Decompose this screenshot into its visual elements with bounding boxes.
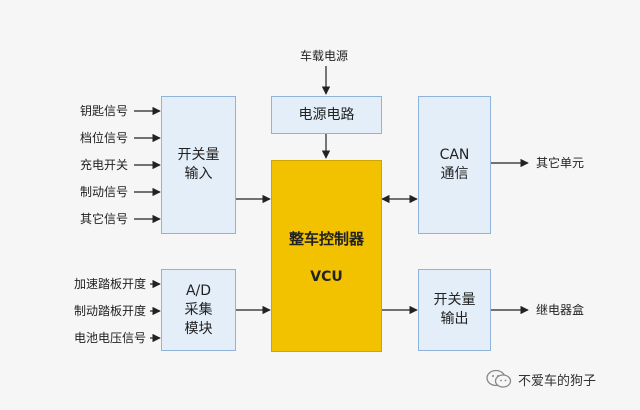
analog-label-brake-pedal: 制动踏板开度 xyxy=(73,304,146,318)
power-circuit-block: 电源电路 xyxy=(271,96,382,134)
wechat-icon xyxy=(486,369,512,388)
output-label-relay-box: 继电器盒 xyxy=(536,303,585,317)
watermark: 不爱车的狗子 xyxy=(486,368,596,390)
ad-acquisition-block: A/D 采集 模块 xyxy=(161,269,236,351)
vcu-title: 整车控制器 xyxy=(288,229,364,248)
watermark-text: 不爱车的狗子 xyxy=(518,373,597,389)
switch-output-line-2: 输出 xyxy=(440,311,469,327)
input-label-charge-switch: 充电开关 xyxy=(79,158,128,172)
vcu-subtitle: VCU xyxy=(310,268,343,285)
power-source-label: 车载电源 xyxy=(300,49,349,63)
switch-output-line-1: 开关量 xyxy=(433,292,476,308)
input-label-brake: 制动信号 xyxy=(79,185,128,199)
input-label-gear: 档位信号 xyxy=(79,131,128,145)
vcu-block: 整车控制器 VCU xyxy=(271,160,382,352)
ad-line-2: 采集 xyxy=(184,301,213,318)
input-label-other: 其它信号 xyxy=(79,212,128,226)
can-line-2: 通信 xyxy=(440,166,469,182)
analog-label-battery-voltage: 电池电压信号 xyxy=(73,331,146,345)
switch-input-line-1: 开关量 xyxy=(177,147,220,163)
output-label-other-units: 其它单元 xyxy=(536,156,585,170)
input-label-key: 钥匙信号 xyxy=(79,104,128,118)
switch-input-block: 开关量 输入 xyxy=(161,96,236,234)
can-line-1: CAN xyxy=(439,147,470,163)
ad-line-3: 模块 xyxy=(184,320,213,337)
can-communication-block: CAN 通信 xyxy=(418,96,491,234)
ad-line-1: A/D xyxy=(185,282,212,299)
switch-input-line-2: 输入 xyxy=(184,166,213,182)
analog-label-accelerator: 加速踏板开度 xyxy=(73,277,146,291)
switch-output-block: 开关量 输出 xyxy=(418,269,491,351)
power-circuit-label: 电源电路 xyxy=(298,106,355,123)
